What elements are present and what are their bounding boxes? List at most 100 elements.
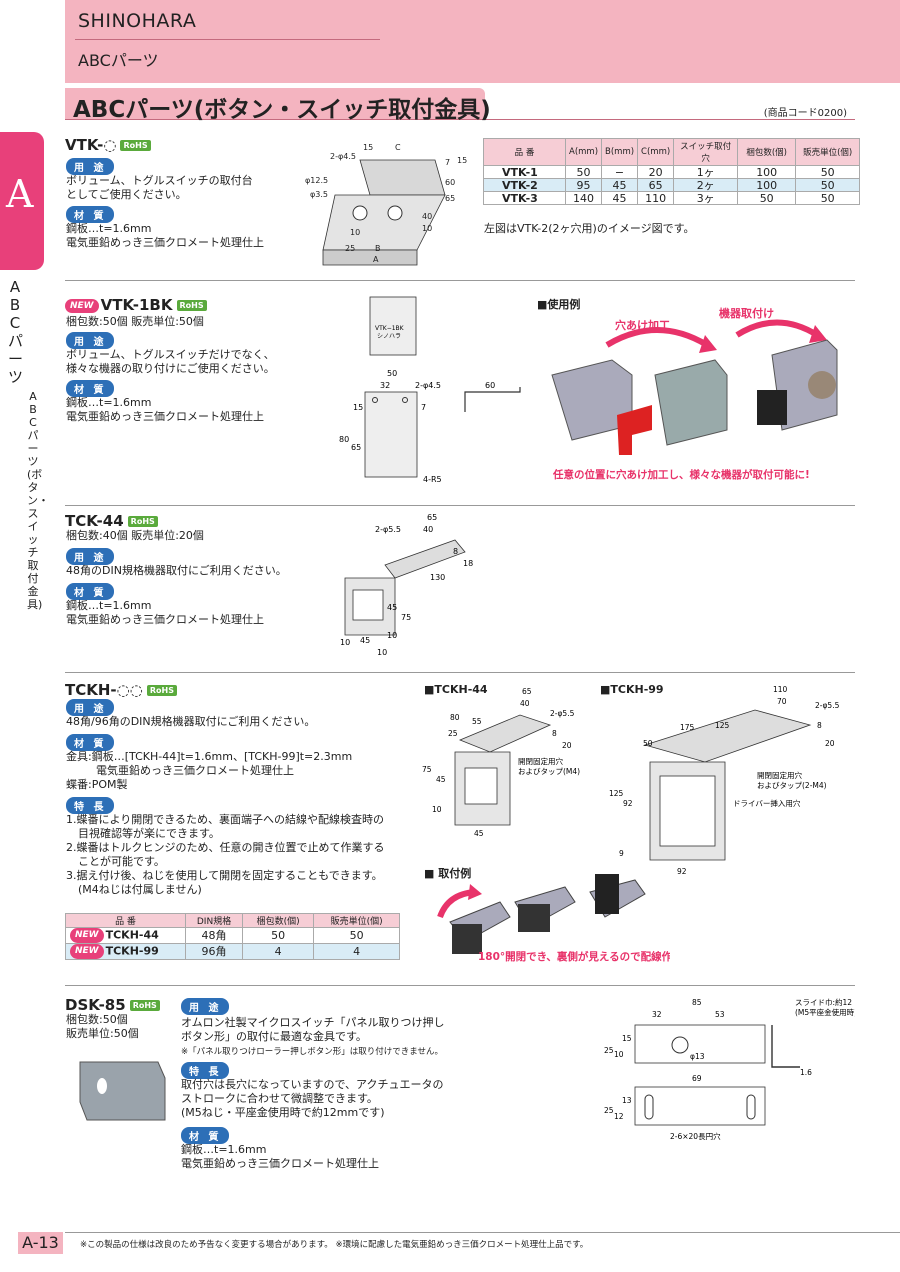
- new-badge: NEW: [70, 944, 104, 959]
- svg-text:7: 7: [445, 158, 450, 167]
- svg-text:13: 13: [622, 1096, 632, 1105]
- svg-text:15: 15: [353, 403, 363, 412]
- svg-text:2-φ4.5: 2-φ4.5: [415, 381, 441, 390]
- svg-text:12: 12: [614, 1112, 624, 1121]
- svg-text:(M5平座金使用時): (M5平座金使用時): [795, 1007, 855, 1017]
- svg-text:2-6×20長円穴: 2-6×20長円穴: [670, 1131, 721, 1141]
- svg-text:130: 130: [430, 573, 445, 582]
- svg-text:2-φ4.5: 2-φ4.5: [330, 152, 356, 161]
- svg-text:80: 80: [339, 435, 349, 444]
- material-label: 材 質: [66, 734, 115, 751]
- vtk1bk-drawing: VTK−1BK シノハラ 50 32 2-φ4.5 60 15 7 80 65 …: [339, 296, 521, 484]
- svg-text:85: 85: [692, 998, 702, 1007]
- svg-text:69: 69: [692, 1074, 702, 1083]
- dsk85-feature-3: (M5ねじ・平座金使用時で約12mmです): [181, 1106, 385, 1119]
- product-tckh-name: TCKH-◌◌RoHS: [65, 681, 177, 699]
- svg-text:およびタップ(2-M4): およびタップ(2-M4): [757, 781, 827, 790]
- svg-text:75: 75: [422, 765, 432, 774]
- svg-text:およびタップ(M4): およびタップ(M4): [518, 767, 580, 776]
- svg-text:10: 10: [340, 638, 350, 647]
- svg-text:10: 10: [432, 805, 442, 814]
- svg-text:φ12.5: φ12.5: [305, 176, 328, 185]
- header-category: ABCパーツ: [78, 51, 159, 70]
- svg-text:180°開閉でき、裏側が見えるので配線作業がラクラク!: 180°開閉でき、裏側が見えるので配線作業がラクラク!: [478, 950, 670, 963]
- feature-label: 特 長: [181, 1062, 230, 1079]
- dsk85-material-1: 鋼板…t=1.6mm: [181, 1143, 267, 1156]
- svg-text:50: 50: [387, 369, 397, 378]
- svg-text:シノハラ: シノハラ: [377, 333, 401, 340]
- tck44-use-1: 48角のDIN規格機器取付にご利用ください。: [66, 564, 287, 577]
- header-band: [65, 0, 900, 83]
- rohs-badge: RoHS: [176, 300, 207, 311]
- dsk85-drawing: 85 32 53 スライド巾:約12 (M5平座金使用時) 25 10 15 φ…: [604, 997, 855, 1141]
- svg-text:20: 20: [562, 741, 572, 750]
- svg-text:25: 25: [345, 244, 355, 253]
- svg-text:20: 20: [825, 739, 835, 748]
- svg-text:8: 8: [552, 729, 557, 738]
- svg-text:10: 10: [377, 648, 387, 657]
- svg-text:25: 25: [604, 1106, 614, 1115]
- svg-text:40: 40: [422, 212, 432, 221]
- dsk85-pack: 梱包数:50個: [66, 1013, 128, 1026]
- rohs-badge: RoHS: [146, 685, 177, 696]
- svg-text:60: 60: [445, 178, 455, 187]
- dsk85-feature-1: 取付穴は長穴になっていますので、アクチュエータの: [181, 1078, 444, 1091]
- divider: [65, 280, 855, 281]
- dsk85-feature-2: ストロークに合わせて微調整できます。: [181, 1092, 378, 1105]
- svg-text:55: 55: [472, 717, 482, 726]
- svg-text:45: 45: [436, 775, 446, 784]
- vtk-use-1: ボリューム、トグルスイッチの取付台: [66, 174, 253, 187]
- tckh44-title: ■TCKH-44: [424, 683, 488, 696]
- svg-text:8: 8: [817, 721, 822, 730]
- svg-text:15: 15: [363, 143, 373, 152]
- svg-text:32: 32: [380, 381, 390, 390]
- tckh-material-1: 金具:鋼板…[TCKH-44]t=1.6mm、[TCKH-99]t=2.3mm: [66, 750, 353, 763]
- feature-label: 特 長: [66, 797, 115, 814]
- dsk85-material-2: 電気亜鉛めっき三価クロメート処理仕上: [181, 1157, 379, 1170]
- tckh-use-1: 48角/96角のDIN規格機器取付にご利用ください。: [66, 715, 316, 728]
- svg-text:18: 18: [463, 559, 473, 568]
- svg-text:45: 45: [360, 636, 370, 645]
- svg-text:15: 15: [457, 156, 467, 165]
- svg-text:9: 9: [619, 849, 624, 858]
- product-vtk-name: VTK-◌RoHS: [65, 136, 151, 154]
- svg-text:125: 125: [609, 789, 624, 798]
- side-index-tab[interactable]: A: [0, 132, 44, 270]
- tckh-feature-3b: (M4ねじは付属しません): [78, 883, 202, 896]
- material-label: 材 質: [66, 206, 115, 223]
- svg-text:φ13: φ13: [690, 1052, 705, 1061]
- vtk-drawing: 2-φ4.5 15 C 7 15 60 65 φ12.5 φ3.5 40 10 …: [305, 143, 467, 266]
- svg-text:92: 92: [623, 799, 633, 808]
- tckh-example-title: ■ 取付例: [424, 867, 472, 880]
- svg-text:B: B: [375, 244, 381, 253]
- use-label: 用 途: [66, 548, 115, 565]
- section-title-bar: ABCパーツ(ボタン・スイッチ取付金具) (商品コード0200): [65, 88, 855, 123]
- footer-note: ※この製品の仕様は改良のため予告なく変更する場合があります。 ※環境に配慮した電…: [80, 1240, 589, 1250]
- svg-text:A: A: [373, 255, 379, 264]
- svg-text:92: 92: [677, 867, 687, 876]
- tckh-mount-illustration: 180°開閉でき、裏側が見えるので配線作業がラクラク!: [437, 874, 670, 963]
- tck44-drawing: 2-φ5.5 65 40 8 18 130 75 45 10 45 10 10: [340, 513, 473, 657]
- svg-text:機器取付け: 機器取付け: [719, 306, 774, 320]
- vtk1bk-material-2: 電気亜鉛めっき三価クロメート処理仕上: [66, 410, 264, 423]
- dsk85-use-1: オムロン社製マイクロスイッチ「パネル取りつけ押し: [181, 1016, 445, 1029]
- svg-text:80: 80: [450, 713, 460, 722]
- use-label: 用 途: [66, 699, 115, 716]
- svg-text:65: 65: [445, 194, 455, 203]
- dsk85-unit: 販売単位:50個: [66, 1027, 139, 1040]
- svg-text:10: 10: [387, 631, 397, 640]
- tckh-feature-3: 3.据え付け後、ねじを使用して開閉を固定することもできます。: [66, 869, 383, 882]
- svg-text:穴あけ加工: 穴あけ加工: [615, 318, 670, 332]
- svg-text:40: 40: [423, 525, 433, 534]
- svg-text:50: 50: [643, 739, 653, 748]
- svg-text:2-φ5.5: 2-φ5.5: [550, 709, 575, 718]
- brand-name: SHINOHARA: [78, 10, 197, 32]
- svg-text:75: 75: [401, 613, 411, 622]
- svg-text:125: 125: [715, 721, 730, 730]
- use-label: 用 途: [66, 158, 115, 175]
